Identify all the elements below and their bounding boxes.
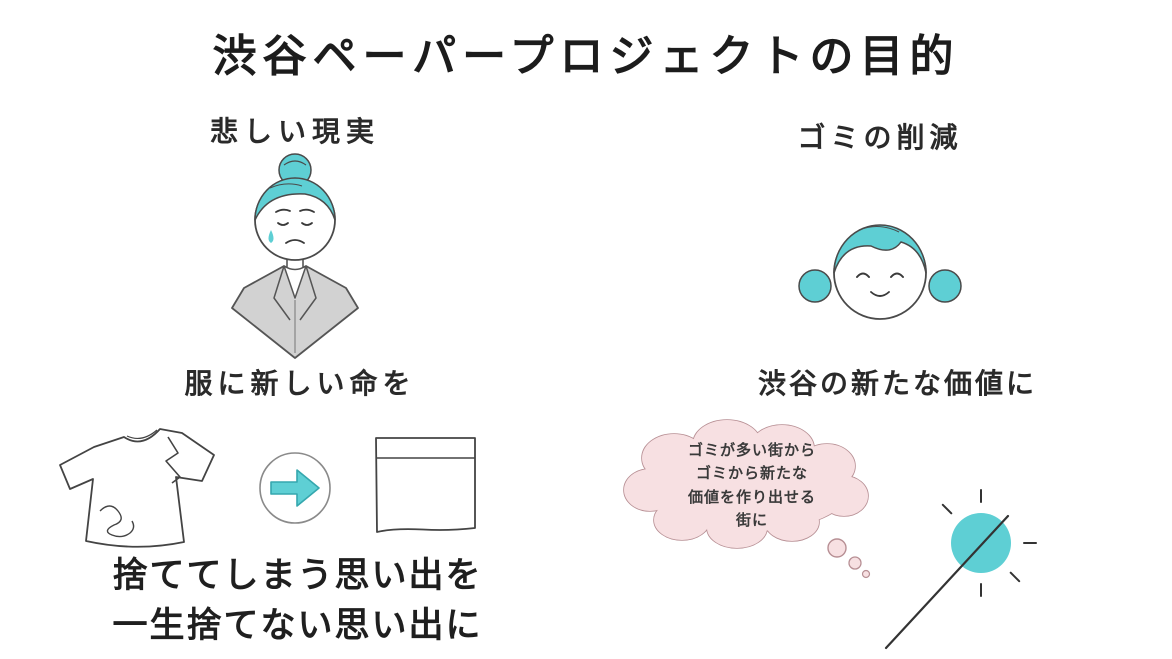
bubble-line-4: 街に — [735, 510, 768, 529]
left-caption-line1: 捨ててしまう思い出を — [112, 556, 483, 596]
page-title: 渋谷ペーパープロジェクトの目的 — [212, 31, 960, 82]
thought-bubble: ゴミが多い街から ゴミから新たな 価値を作り出せる 街に — [612, 408, 892, 583]
left-heading-new-life: 服に新しい命を — [184, 367, 416, 400]
paper-icon — [375, 437, 476, 533]
thought-bubble-icon — [623, 419, 871, 579]
right-arrow-icon — [259, 452, 331, 524]
paper-illustration — [368, 428, 483, 550]
left-caption-line2: 一生捨てない思い出に — [112, 606, 483, 646]
thought-bubble-text: ゴミが多い街から ゴミから新たな 価値を作り出せる 街に — [627, 439, 877, 532]
bubble-line-2: ゴミから新たな — [695, 464, 808, 483]
sad-woman-icon — [231, 153, 359, 359]
happy-girl-illustration — [793, 178, 968, 363]
right-heading-new-value: 渋谷の新たな価値に — [757, 367, 1037, 400]
magic-wand-illustration — [878, 488, 1043, 656]
arrow-illustration — [257, 450, 333, 526]
sad-woman-illustration — [210, 148, 380, 360]
happy-girl-icon — [798, 224, 962, 320]
bubble-line-3: 価値を作り出せる — [687, 487, 816, 506]
right-heading-waste-reduction: ゴミの削減 — [797, 121, 963, 154]
magic-wand-icon — [884, 489, 1037, 650]
torn-shirt-illustration — [48, 415, 228, 565]
bubble-line-1: ゴミが多い街から — [687, 441, 816, 459]
left-heading-sad-reality: 悲しい現実 — [209, 115, 380, 148]
torn-shirt-icon — [59, 428, 215, 548]
